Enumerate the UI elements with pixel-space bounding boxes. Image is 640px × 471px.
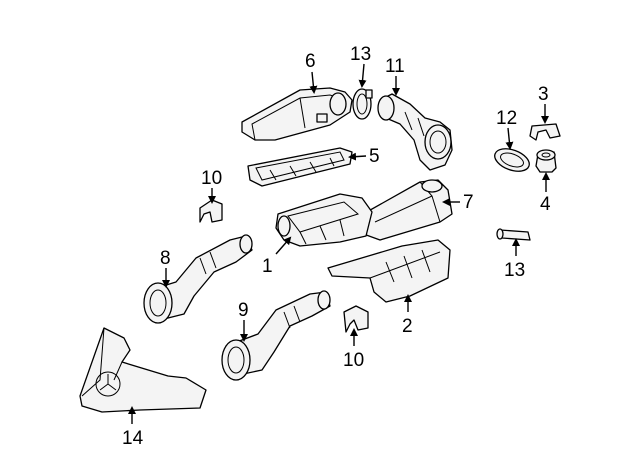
callout-12: 12 — [496, 108, 517, 129]
part-11-intake-hose — [377, 93, 453, 171]
part-9-hose — [221, 290, 331, 381]
part-10-clip-upper — [199, 199, 223, 223]
part-13-strap-right — [496, 228, 531, 241]
part-7-intake-duct — [355, 179, 453, 241]
part-14-engine-cover — [79, 327, 207, 413]
part-13-clamp-top — [352, 88, 373, 120]
callout-7: 7 — [463, 192, 474, 213]
part-5-filter-element — [247, 147, 353, 187]
callout-1: 1 — [262, 256, 273, 277]
callout-14: 14 — [122, 428, 144, 449]
callout-11: 11 — [385, 56, 405, 77]
part-4-grommet — [535, 149, 557, 173]
part-10-clip-lower — [343, 305, 369, 333]
callout-13-top: 13 — [350, 44, 371, 65]
part-6-filter-cover — [241, 87, 353, 141]
part-1-filter-housing — [275, 193, 373, 247]
callout-9: 9 — [238, 300, 249, 321]
part-12-seal — [494, 148, 530, 172]
callout-10-upper: 10 — [201, 168, 222, 189]
callout-4: 4 — [540, 194, 551, 215]
callout-labels: 6 13 11 3 12 5 10 7 4 1 8 13 2 9 10 14 — [122, 44, 551, 449]
callout-2: 2 — [402, 316, 413, 337]
callout-13-right: 13 — [504, 260, 525, 281]
callout-10-lower: 10 — [343, 350, 364, 371]
callout-6: 6 — [305, 51, 316, 72]
callout-8: 8 — [160, 248, 171, 269]
part-8-hose — [143, 234, 253, 324]
part-3-clip — [529, 123, 561, 141]
callout-3: 3 — [538, 84, 549, 105]
part-2-resonator — [327, 239, 451, 303]
callout-5: 5 — [369, 146, 380, 167]
leader-lines — [128, 63, 550, 424]
